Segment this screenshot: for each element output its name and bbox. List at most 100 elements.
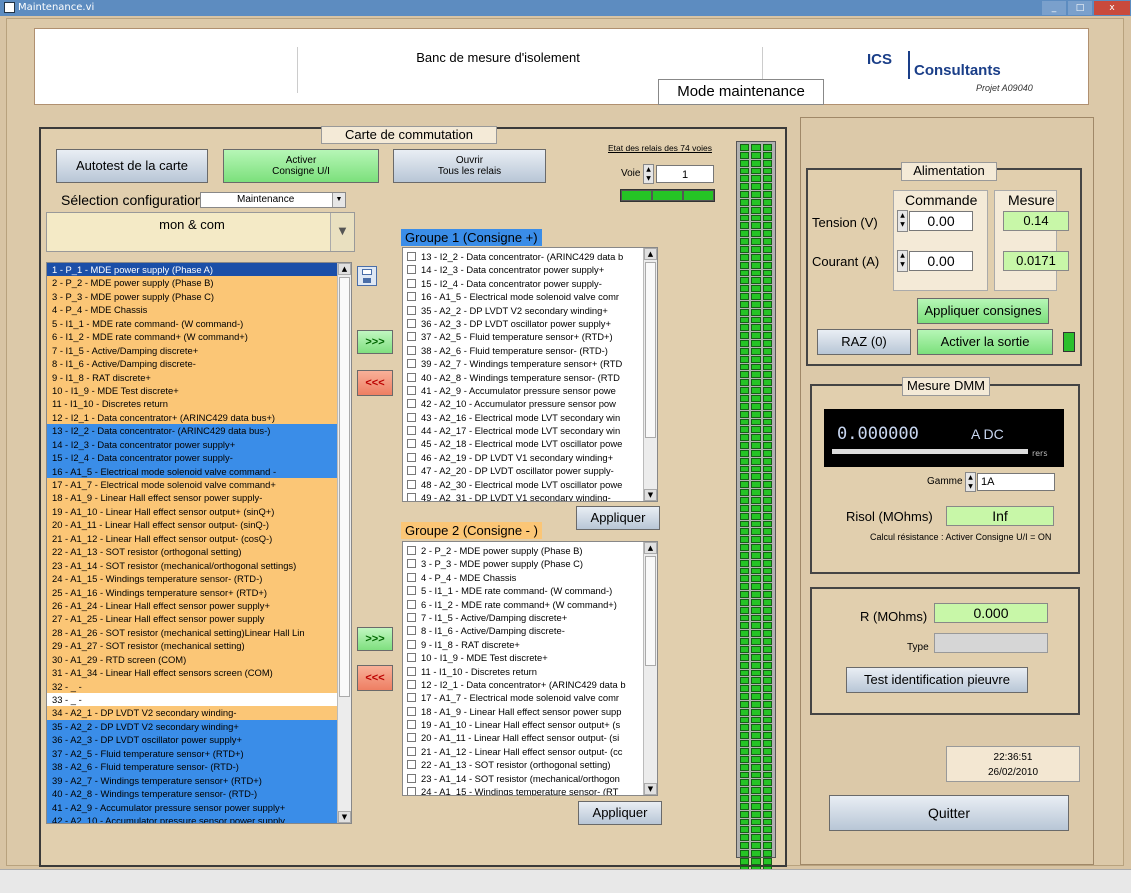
list-item[interactable]: 30 - A1_29 - RTD screen (COM) <box>47 652 337 667</box>
check-list-item[interactable]: 48 - A2_30 - Electrical mode LVT oscilla… <box>403 478 643 491</box>
check-list-item[interactable]: 46 - A2_19 - DP LVDT V1 secondary windin… <box>403 451 643 464</box>
scroll-up-icon[interactable]: ▲ <box>644 248 657 260</box>
check-list-item[interactable]: 7 - I1_5 - Active/Damping discrete+ <box>403 611 643 624</box>
check-list-item[interactable]: 6 - I1_2 - MDE rate command+ (W command+… <box>403 598 643 611</box>
activer-consigne-button[interactable]: Activer Consigne U/I <box>223 149 379 183</box>
checkbox[interactable] <box>407 586 416 596</box>
list-item[interactable]: 28 - A1_26 - SOT resistor (mechanical se… <box>47 625 337 640</box>
list-item[interactable]: 17 - A1_7 - Electrical mode solenoid val… <box>47 478 337 492</box>
list-item[interactable]: 25 - A1_16 - Windings temperature sensor… <box>47 585 337 599</box>
raz-button[interactable]: RAZ (0) <box>817 329 911 355</box>
list-item[interactable]: 23 - A1_14 - SOT resistor (mechanical/or… <box>47 558 337 573</box>
check-list-item[interactable]: 24 - A1_15 - Windings temperature sensor… <box>403 785 643 795</box>
list-item[interactable]: 15 - I2_4 - Data concentrator power supp… <box>47 451 337 465</box>
list-item[interactable]: 3 - P_3 - MDE power supply (Phase C) <box>47 289 337 304</box>
checkbox[interactable] <box>407 278 416 288</box>
checkbox[interactable] <box>407 639 416 649</box>
groupe1-apply-button[interactable]: Appliquer <box>576 506 660 530</box>
checkbox[interactable] <box>407 345 416 355</box>
list-item[interactable]: 11 - I1_10 - Discretes return <box>47 397 337 411</box>
list-item[interactable]: 19 - A1_10 - Linear Hall effect sensor o… <box>47 504 337 519</box>
chevron-down-icon[interactable]: ▼ <box>332 193 345 207</box>
check-list-item[interactable]: 47 - A2_20 - DP LVDT oscillator power su… <box>403 464 643 477</box>
list-item[interactable]: 14 - I2_3 - Data concentrator power supp… <box>47 437 337 452</box>
checkbox[interactable] <box>407 760 416 770</box>
groupe2-scrollbar[interactable]: ▲ ▼ <box>643 542 657 795</box>
scroll-thumb[interactable] <box>645 556 656 666</box>
checkbox[interactable] <box>407 412 416 422</box>
check-list-item[interactable]: 13 - I2_2 - Data concentrator- (ARINC429… <box>403 250 643 263</box>
list-item[interactable]: 6 - I1_2 - MDE rate command+ (W command+… <box>47 330 337 344</box>
maximize-button[interactable]: □ <box>1068 1 1092 15</box>
list-item[interactable]: 12 - I2_1 - Data concentrator+ (ARINC429… <box>47 410 337 425</box>
check-list-item[interactable]: 23 - A1_14 - SOT resistor (mechanical/or… <box>403 772 643 785</box>
check-list-item[interactable]: 14 - I2_3 - Data concentrator power supp… <box>403 263 643 276</box>
check-list-item[interactable]: 39 - A2_7 - Windings temperature sensor+… <box>403 357 643 370</box>
checkbox[interactable] <box>407 773 416 783</box>
courant-spinner[interactable]: ▲▼ <box>897 250 908 272</box>
checkbox[interactable] <box>407 359 416 369</box>
move-to-groupe2-button[interactable]: >>> <box>357 627 393 651</box>
check-list-item[interactable]: 38 - A2_6 - Fluid temperature sensor- (R… <box>403 344 643 357</box>
list-item[interactable]: 7 - I1_5 - Active/Damping discrete+ <box>47 343 337 358</box>
check-list-item[interactable]: 42 - A2_10 - Accumulator pressure sensor… <box>403 397 643 410</box>
groupe2-apply-button[interactable]: Appliquer <box>578 801 662 825</box>
check-list-item[interactable]: 35 - A2_2 - DP LVDT V2 secondary winding… <box>403 304 643 317</box>
check-list-item[interactable]: 9 - I1_8 - RAT discrete+ <box>403 638 643 651</box>
config-select[interactable]: Maintenance ▼ <box>200 192 346 208</box>
scroll-down-icon[interactable]: ▼ <box>644 783 657 795</box>
checkbox[interactable] <box>407 546 416 555</box>
quitter-button[interactable]: Quitter <box>829 795 1069 831</box>
checkbox[interactable] <box>407 653 416 663</box>
list-item[interactable]: 5 - I1_1 - MDE rate command- (W command-… <box>47 316 337 331</box>
checkbox[interactable] <box>407 252 416 261</box>
list-item[interactable]: 27 - A1_25 - Linear Hall effect sensor p… <box>47 612 337 626</box>
save-icon[interactable] <box>357 266 377 286</box>
checkbox[interactable] <box>407 559 416 569</box>
move-to-groupe1-button[interactable]: >>> <box>357 330 393 354</box>
checkbox[interactable] <box>407 372 416 382</box>
list-item[interactable]: 37 - A2_5 - Fluid temperature sensor+ (R… <box>47 746 337 761</box>
list-item[interactable]: 22 - A1_13 - SOT resistor (orthogonal se… <box>47 545 337 559</box>
checkbox[interactable] <box>407 599 416 609</box>
check-list-item[interactable]: 10 - I1_9 - MDE Test discrete+ <box>403 651 643 664</box>
checkbox[interactable] <box>407 679 416 689</box>
checkbox[interactable] <box>407 318 416 328</box>
tension-spinner[interactable]: ▲▼ <box>897 210 908 232</box>
checkbox[interactable] <box>407 479 416 489</box>
checkbox[interactable] <box>407 332 416 342</box>
scroll-thumb[interactable] <box>339 277 350 697</box>
chevron-down-icon[interactable]: ▼ <box>330 213 354 251</box>
voie-field[interactable]: 1 <box>656 165 714 183</box>
list-item[interactable]: 16 - A1_5 - Electrical mode solenoid val… <box>47 464 337 478</box>
scroll-down-icon[interactable]: ▼ <box>338 811 351 823</box>
scroll-thumb[interactable] <box>645 262 656 438</box>
checkbox[interactable] <box>407 706 416 716</box>
checkbox[interactable] <box>407 265 416 275</box>
list-item[interactable]: 39 - A2_7 - Windings temperature sensor+… <box>47 773 337 788</box>
check-list-item[interactable]: 3 - P_3 - MDE power supply (Phase C) <box>403 557 643 570</box>
list-item[interactable]: 20 - A1_11 - Linear Hall effect sensor o… <box>47 518 337 532</box>
activer-sortie-button[interactable]: Activer la sortie <box>917 329 1053 355</box>
groupe1-scrollbar[interactable]: ▲ ▼ <box>643 248 657 501</box>
autotest-button[interactable]: Autotest de la carte <box>56 149 208 183</box>
remove-from-groupe1-button[interactable]: <<< <box>357 370 393 396</box>
check-list-item[interactable]: 44 - A2_17 - Electrical mode LVT seconda… <box>403 424 643 437</box>
checkbox[interactable] <box>407 693 416 703</box>
scroll-down-icon[interactable]: ▼ <box>644 489 657 501</box>
check-list-item[interactable]: 22 - A1_13 - SOT resistor (orthogonal se… <box>403 758 643 771</box>
list-item[interactable]: 21 - A1_12 - Linear Hall effect sensor o… <box>47 531 337 546</box>
check-list-item[interactable]: 20 - A1_11 - Linear Hall effect sensor o… <box>403 731 643 744</box>
appliquer-consignes-button[interactable]: Appliquer consignes <box>917 298 1049 324</box>
check-list-item[interactable]: 19 - A1_10 - Linear Hall effect sensor o… <box>403 718 643 731</box>
check-list-item[interactable]: 2 - P_2 - MDE power supply (Phase B) <box>403 544 643 557</box>
gamme-field[interactable]: 1A <box>977 473 1055 491</box>
checkbox[interactable] <box>407 787 416 795</box>
check-list-item[interactable]: 21 - A1_12 - Linear Hall effect sensor o… <box>403 745 643 758</box>
remove-from-groupe2-button[interactable]: <<< <box>357 665 393 691</box>
list-item[interactable]: 2 - P_2 - MDE power supply (Phase B) <box>47 276 337 290</box>
check-list-item[interactable]: 17 - A1_7 - Electrical mode solenoid val… <box>403 691 643 704</box>
list-item[interactable]: 38 - A2_6 - Fluid temperature sensor- (R… <box>47 760 337 774</box>
list-item[interactable]: 35 - A2_2 - DP LVDT V2 secondary winding… <box>47 719 337 734</box>
tension-commande-field[interactable]: 0.00 <box>909 211 973 231</box>
